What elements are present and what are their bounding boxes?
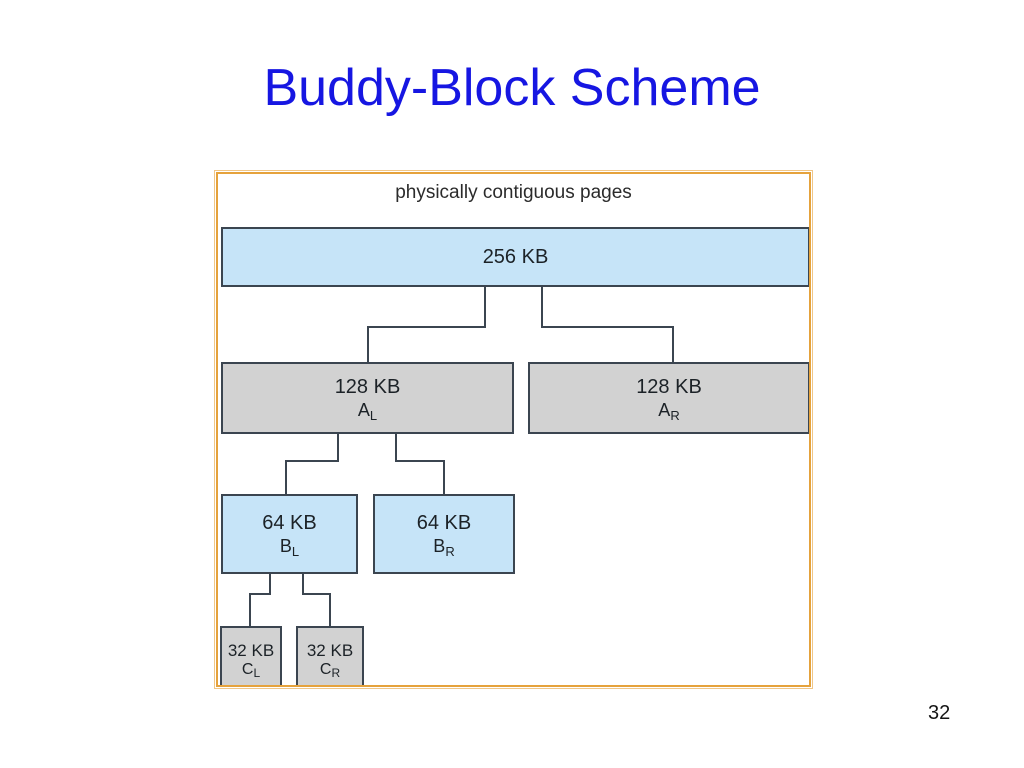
block-size-label: 32 KB	[306, 641, 354, 661]
diagram-canvas: physically contiguous pages 256 KB 128 K…	[218, 174, 809, 685]
memory-block-256kb[interactable]: 256 KB	[221, 227, 809, 287]
connector-bl-to-cl	[249, 574, 271, 626]
page-title: Buddy-Block Scheme	[263, 59, 761, 117]
block-name-label: AR	[658, 399, 680, 423]
memory-block-32kb-cr[interactable]: 32 KB CR	[296, 626, 364, 685]
memory-block-128kb-al[interactable]: 128 KB AL	[221, 362, 514, 434]
memory-block-64kb-bl[interactable]: 64 KB BL	[221, 494, 358, 574]
block-name-label: BR	[433, 535, 455, 559]
block-size-label: 64 KB	[262, 512, 317, 535]
connector-root-to-ar	[541, 287, 674, 362]
block-name-label: CL	[241, 661, 261, 681]
block-size-label: 128 KB	[636, 376, 702, 399]
block-size-label: 64 KB	[416, 512, 472, 535]
connector-al-to-bl	[285, 434, 339, 494]
memory-block-64kb-br[interactable]: 64 KB BR	[373, 494, 515, 574]
buddy-block-diagram-frame: physically contiguous pages 256 KB 128 K…	[214, 170, 813, 689]
connector-root-to-al	[367, 287, 486, 362]
block-size-label: 32 KB	[227, 641, 275, 661]
connector-bl-to-cr	[302, 574, 331, 626]
block-name-label: CR	[319, 661, 341, 681]
block-size-label: 128 KB	[334, 376, 401, 399]
diagram-caption: physically contiguous pages	[395, 182, 632, 203]
connector-al-to-br	[395, 434, 445, 494]
block-name-label: BL	[279, 535, 300, 559]
memory-block-32kb-cl[interactable]: 32 KB CL	[220, 626, 282, 685]
memory-block-128kb-ar[interactable]: 128 KB AR	[528, 362, 809, 434]
block-name-label: AL	[357, 399, 378, 423]
block-size-label: 256 KB	[482, 245, 549, 268]
slide-page-number: 32	[928, 702, 951, 724]
